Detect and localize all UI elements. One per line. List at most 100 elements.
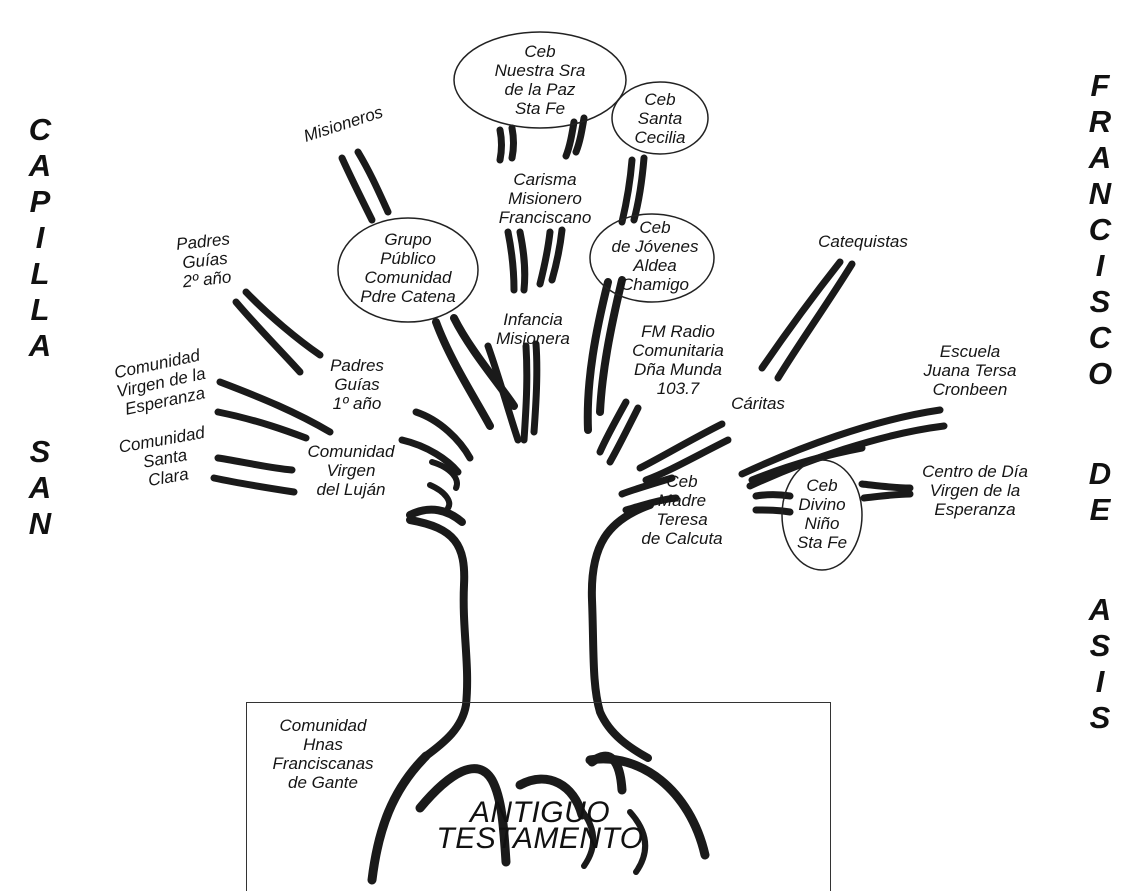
label-line: Dña Munda xyxy=(608,360,748,379)
side-right-letter: A xyxy=(1082,140,1118,176)
label-line: Pdre Catena xyxy=(343,287,473,306)
label-line: Teresa xyxy=(622,510,742,529)
label-line: Virgen xyxy=(296,461,406,480)
side-right-letter: R xyxy=(1082,104,1118,140)
label-comunidad-hnas: Comunidad Hnas Franciscanas de Gante xyxy=(258,716,388,792)
side-left-letter: L xyxy=(22,256,58,292)
branch-santa-clara xyxy=(218,458,292,470)
label-line: Aldea xyxy=(600,256,710,275)
label-line: Comunidad xyxy=(258,716,388,735)
label-escuela: Escuela Juana Tersa Cronbeen xyxy=(910,342,1030,399)
side-right-letter: F xyxy=(1082,68,1118,104)
branch-cecilia xyxy=(622,160,632,222)
label-line: Catequistas xyxy=(798,232,928,251)
label-line: Nuestra Sra xyxy=(480,61,600,80)
label-line: FM Radio xyxy=(608,322,748,341)
side-left-letter: C xyxy=(22,112,58,148)
side-right-letter: D xyxy=(1082,456,1118,492)
label-line: Misionero xyxy=(480,189,610,208)
label-ceb-santa-cecilia: Ceb Santa Cecilia xyxy=(620,90,700,147)
label-line: Divino xyxy=(787,495,857,514)
branch-infancia-3 xyxy=(534,344,537,432)
label-line: Sta Fe xyxy=(787,533,857,552)
label-line: Comunitaria xyxy=(608,341,748,360)
label-line: Franciscano xyxy=(480,208,610,227)
label-ceb-nuestra-sra: Ceb Nuestra Sra de la Paz Sta Fe xyxy=(480,42,600,118)
side-left-letter: L xyxy=(22,292,58,328)
label-line: de Calcuta xyxy=(622,529,742,548)
label-line: Esperanza xyxy=(900,500,1050,519)
branch-carisma-3 xyxy=(540,232,550,284)
side-right-letter: S xyxy=(1082,628,1118,664)
label-line: Padres xyxy=(312,356,402,375)
old-testament-label: ANTIGUO TESTAMENTO xyxy=(420,800,660,852)
side-right-letter: A xyxy=(1082,592,1118,628)
side-right-letter xyxy=(1082,392,1118,456)
label-line: Ceb xyxy=(620,90,700,109)
label-line: Ceb xyxy=(787,476,857,495)
label-line: Niño xyxy=(787,514,857,533)
label-line: de la Paz xyxy=(480,80,600,99)
label-line: Madre xyxy=(622,491,742,510)
label-carisma: Carisma Misionero Franciscano xyxy=(480,170,610,227)
label-padres-guias-2: Padres Guías 2º año xyxy=(157,227,252,293)
branch-lujan-2 xyxy=(430,485,449,508)
label-infancia: Infancia Misionera xyxy=(478,310,588,348)
label-line: Cáritas xyxy=(718,394,798,413)
label-line: Franciscanas xyxy=(258,754,388,773)
branch-carisma xyxy=(508,232,514,290)
label-line: Escuela xyxy=(910,342,1030,361)
side-left-letter: A xyxy=(22,148,58,184)
label-comunidad-lujan: Comunidad Virgen del Luján xyxy=(296,442,406,499)
side-left-letter: P xyxy=(22,184,58,220)
branch-nuestra-sra-2 xyxy=(512,128,514,158)
branch-cecilia-2 xyxy=(634,158,644,220)
label-line: del Luján xyxy=(296,480,406,499)
side-right-letter: I xyxy=(1082,664,1118,700)
label-fm-radio: FM Radio Comunitaria Dña Munda 103.7 xyxy=(608,322,748,398)
label-line: Sta Fe xyxy=(480,99,600,118)
label-line: Comunidad xyxy=(343,268,473,287)
label-line: 1º año xyxy=(312,394,402,413)
side-right-letter: S xyxy=(1082,700,1118,736)
side-right-letter: S xyxy=(1082,284,1118,320)
side-right-letter: O xyxy=(1082,356,1118,392)
branch-divino-2 xyxy=(756,510,790,512)
branch-nuestra-sra xyxy=(500,130,502,160)
label-line: Infancia xyxy=(478,310,588,329)
label-line: Ceb xyxy=(480,42,600,61)
side-right-letter: C xyxy=(1082,320,1118,356)
side-title-left: C A P I L L A S A N xyxy=(22,112,58,542)
label-grupo-publico: Grupo Público Comunidad Pdre Catena xyxy=(343,230,473,306)
side-left-letter: S xyxy=(22,434,58,470)
label-padres-guias-1: Padres Guías 1º año xyxy=(312,356,402,413)
side-left-letter: A xyxy=(22,328,58,364)
label-line: Santa xyxy=(620,109,700,128)
label-line: Comunidad xyxy=(296,442,406,461)
side-right-letter: C xyxy=(1082,212,1118,248)
side-title-right: F R A N C I S C O D E A S I S xyxy=(1082,68,1118,736)
branch-fmradio-2 xyxy=(610,408,638,462)
label-ceb-divino-nino: Ceb Divino Niño Sta Fe xyxy=(787,476,857,552)
branch-catequistas-2 xyxy=(778,264,852,378)
label-line: de Gante xyxy=(258,773,388,792)
label-line: Grupo xyxy=(343,230,473,249)
label-centro-dia: Centro de Día Virgen de la Esperanza xyxy=(900,462,1050,519)
branch-carisma-2 xyxy=(520,232,525,290)
label-line: Misionera xyxy=(478,329,588,348)
label-ceb-jovenes: Ceb de Jóvenes Aldea Chamigo xyxy=(600,218,710,294)
label-line: Cronbeen xyxy=(910,380,1030,399)
branch-catequistas xyxy=(762,262,840,368)
branch-padres1-2 xyxy=(402,440,458,472)
side-left-letter: N xyxy=(22,506,58,542)
branch-infancia-2 xyxy=(524,346,527,440)
label-line: Centro de Día xyxy=(900,462,1050,481)
label-ceb-madre-teresa: Ceb Madre Teresa de Calcuta xyxy=(622,472,742,548)
label-line: Ceb xyxy=(600,218,710,237)
side-left-letter: A xyxy=(22,470,58,506)
label-line: de Jóvenes xyxy=(600,237,710,256)
label-line: Guías xyxy=(312,375,402,394)
label-line: Virgen de la xyxy=(900,481,1050,500)
base-line-2: TESTAMENTO xyxy=(420,826,660,852)
